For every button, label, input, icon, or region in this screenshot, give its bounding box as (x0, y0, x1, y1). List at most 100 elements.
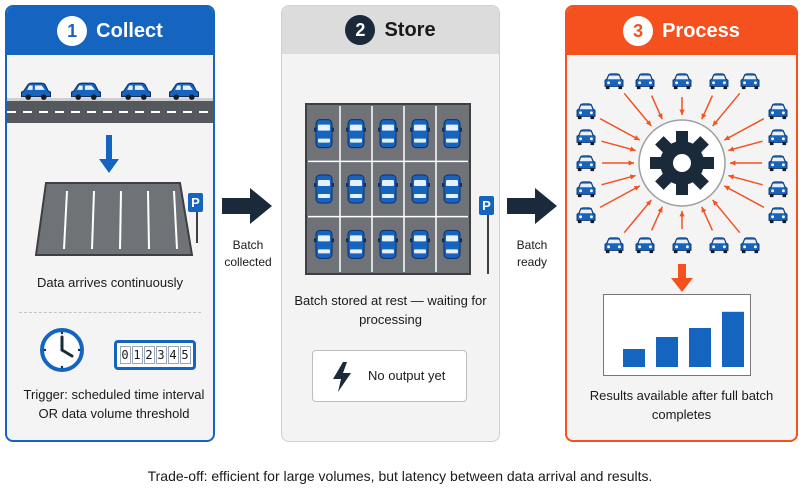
store-header: 2 Store (282, 6, 499, 54)
inflow-arrowhead (628, 160, 634, 166)
inflow-arrow (599, 185, 641, 209)
inflow-arrow (623, 92, 652, 127)
result-bar (689, 328, 711, 367)
inflow-arrowhead (657, 206, 663, 213)
result-bar (656, 337, 678, 367)
car-icon (346, 174, 366, 204)
car-icon (635, 237, 655, 254)
car-icon (410, 119, 430, 149)
counter-digit: 2 (143, 346, 155, 364)
counter-digit: 5 (179, 346, 191, 364)
step-number-1: 1 (57, 16, 88, 46)
car-icon (576, 155, 596, 172)
inflow-arrow (712, 92, 741, 127)
empty-parking-lot (34, 182, 194, 256)
car-icon (672, 73, 692, 90)
inflow-arrow (599, 117, 641, 141)
car-icon (314, 119, 334, 149)
inflow-arrowhead (645, 120, 652, 127)
car-icon (768, 129, 788, 146)
clock-icon (40, 328, 84, 372)
car-icon (740, 73, 760, 90)
car-icon (378, 229, 398, 259)
car-icon (672, 237, 692, 254)
inflow-arrowhead (728, 174, 735, 180)
counter-digit: 0 (119, 346, 131, 364)
car-icon (709, 73, 729, 90)
collect-description: Data arrives continuously (37, 275, 183, 290)
arrow-right-icon (222, 188, 272, 224)
inflow-arrowhead (633, 135, 640, 141)
car-icon (576, 207, 596, 224)
car-icon (442, 229, 462, 259)
car-icon (576, 181, 596, 198)
inflow-arrowhead (724, 135, 731, 141)
car-icon (20, 82, 52, 101)
inflow-arrowhead (679, 211, 685, 217)
car-icon (378, 119, 398, 149)
inflow-arrowhead (728, 146, 735, 152)
process-description: Results available after full batch compl… (589, 388, 774, 422)
car-icon (604, 237, 624, 254)
volume-counter: 0 1 2 3 4 5 (114, 340, 196, 370)
result-bar (623, 349, 645, 367)
inflow-arrowhead (730, 160, 736, 166)
car-icon (168, 82, 200, 101)
car-icon (120, 82, 152, 101)
car-icon (442, 119, 462, 149)
parking-sign-icon: P (479, 196, 494, 215)
collect-panel: 1 Collect P Data arrives continuously (5, 5, 215, 442)
inflow-arrowhead (657, 113, 663, 120)
car-icon (768, 155, 788, 172)
counter-digit: 1 (131, 346, 143, 364)
processing-ring (576, 73, 788, 254)
inflow-arrow (728, 140, 763, 152)
inflow-arrowhead (701, 113, 707, 120)
arrow-down-icon (99, 135, 119, 173)
divider (19, 312, 201, 313)
car-icon (410, 174, 430, 204)
lightning-icon (333, 362, 351, 392)
car-icon (576, 103, 596, 120)
parking-sign-icon: P (188, 193, 203, 212)
gear-icon (650, 131, 714, 195)
store-title: Store (384, 18, 436, 41)
inflow-arrowhead (724, 185, 731, 191)
results-chart (603, 294, 751, 376)
step-number-3: 3 (623, 16, 654, 46)
inflow-arrow (601, 174, 636, 186)
inflow-arrow (623, 199, 652, 234)
inflow-arrow (728, 174, 763, 186)
footer-note: Trade-off: efficient for large volumes, … (147, 468, 653, 484)
car-icon (768, 207, 788, 224)
arrow-right-icon (507, 188, 557, 224)
step-number-2: 2 (345, 15, 376, 45)
counter-digit: 4 (167, 346, 179, 364)
inflow-arrowhead (679, 109, 685, 115)
inflow-arrow (723, 117, 765, 141)
full-parking-lot (305, 103, 471, 275)
collect-header: 1 Collect (7, 7, 213, 55)
car-icon (314, 229, 334, 259)
store-description: Batch stored at rest — waiting for proce… (294, 293, 487, 327)
parking-sign-pole (196, 211, 198, 243)
car-icon (635, 73, 655, 90)
arrow-down-icon (671, 264, 693, 292)
arrow-label-batch-ready: Batch ready (516, 238, 548, 269)
parking-sign-pole (487, 214, 489, 274)
road-with-cars (7, 82, 213, 123)
inflow-arrowhead (701, 206, 707, 213)
inflow-arrowhead (712, 199, 719, 206)
result-bar (722, 311, 744, 367)
car-icon (604, 73, 624, 90)
arrow-label-batch-collected: Batch collected (224, 238, 272, 269)
inflow-arrowhead (629, 174, 636, 180)
inflow-arrow (723, 185, 765, 209)
car-icon (346, 119, 366, 149)
no-output-box: No output yet (312, 350, 467, 402)
inflow-arrowhead (633, 185, 640, 191)
collect-title: Collect (96, 19, 163, 42)
car-icon (314, 174, 334, 204)
car-icon (576, 129, 596, 146)
car-icon (70, 82, 102, 101)
